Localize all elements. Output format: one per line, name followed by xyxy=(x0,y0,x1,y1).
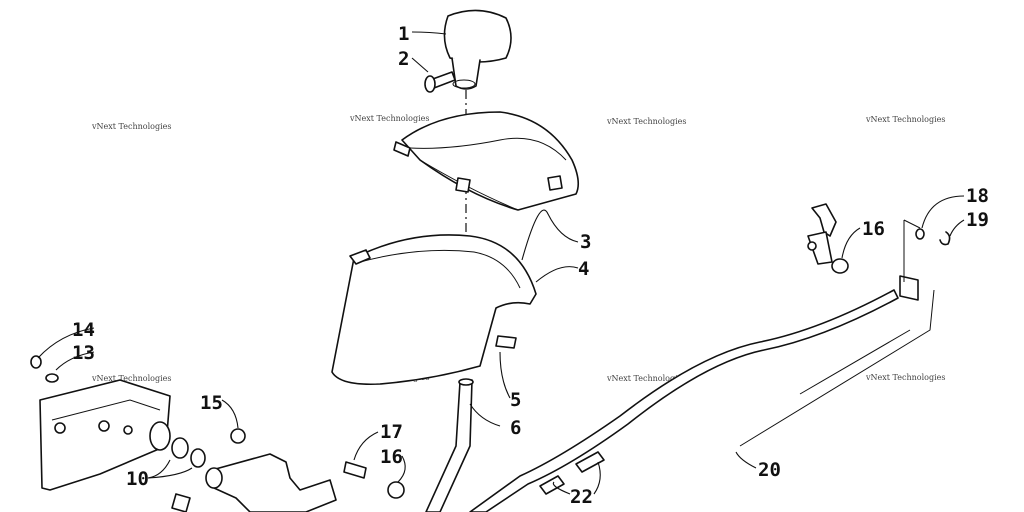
watermark: vNext Technologies xyxy=(606,374,686,383)
rod-end-linkage xyxy=(807,203,951,301)
watermark: vNext Technologies xyxy=(349,114,429,123)
callout-6: 6 xyxy=(510,417,521,439)
callout-10: 10 xyxy=(126,468,149,490)
callout-22: 22 xyxy=(570,486,593,508)
callout-15: 15 xyxy=(200,392,223,414)
callout-14: 14 xyxy=(72,319,95,341)
callout-16-right: 16 xyxy=(862,218,885,240)
callout-3: 3 xyxy=(580,231,591,253)
callout-19: 19 xyxy=(966,209,989,231)
watermark: vNext Technologies xyxy=(865,115,945,124)
watermark: vNext Technologies xyxy=(865,373,945,382)
mounting-bracket xyxy=(30,355,171,491)
boot-clip xyxy=(495,335,517,349)
pivot-shaft-assembly xyxy=(149,421,405,512)
callout-1: 1 xyxy=(398,23,409,45)
lower-shift-boot xyxy=(331,234,537,386)
callout-4: 4 xyxy=(578,258,589,280)
watermark: vNext Technologies xyxy=(91,122,171,131)
shift-rod xyxy=(469,289,935,512)
callout-20: 20 xyxy=(758,459,781,481)
watermark: vNext Technologies xyxy=(606,117,686,126)
callout-5: 5 xyxy=(510,389,521,411)
set-screw xyxy=(424,71,456,93)
shift-lever xyxy=(425,378,474,512)
callout-2: 2 xyxy=(398,48,409,70)
shift-knob xyxy=(443,9,512,90)
callout-16-left: 16 xyxy=(380,446,403,468)
upper-shift-cover xyxy=(393,111,580,211)
callout-17: 17 xyxy=(380,421,403,443)
watermark: vNext Technologies xyxy=(91,374,171,383)
callout-13: 13 xyxy=(72,342,95,364)
callout-18: 18 xyxy=(966,185,989,207)
leader-lines xyxy=(37,31,965,495)
callout-labels: 1 2 3 4 5 6 10 13 14 15 16 16 17 18 19 2… xyxy=(72,23,989,508)
rod-sleeves xyxy=(539,451,605,495)
